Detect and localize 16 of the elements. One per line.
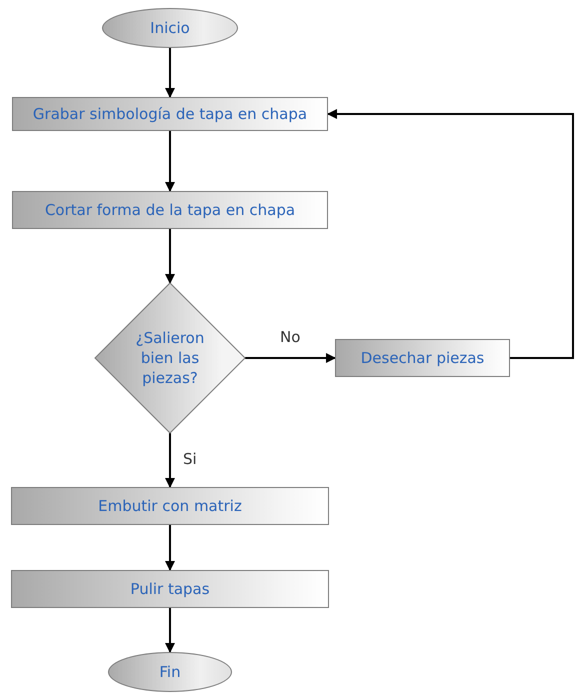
process-box: Desechar piezas xyxy=(335,339,510,377)
process-box: Embutir con matriz xyxy=(11,487,329,525)
arrow xyxy=(245,353,336,363)
arrow xyxy=(165,525,175,571)
process-box: Pulir tapas xyxy=(11,570,329,608)
terminal-ellipse: Inicio xyxy=(102,8,238,48)
arrow xyxy=(165,131,175,192)
arrow xyxy=(327,109,574,359)
terminal-ellipse: Fin xyxy=(108,652,232,692)
arrow xyxy=(165,608,175,653)
process-box: Cortar forma de la tapa en chapa xyxy=(12,191,328,229)
arrow xyxy=(165,48,175,98)
decision-diamond: ¿Salieron bien las piezas? xyxy=(95,283,245,433)
arrow xyxy=(165,229,175,284)
arrow xyxy=(165,433,175,488)
process-box: Grabar simbología de tapa en chapa xyxy=(12,97,328,131)
